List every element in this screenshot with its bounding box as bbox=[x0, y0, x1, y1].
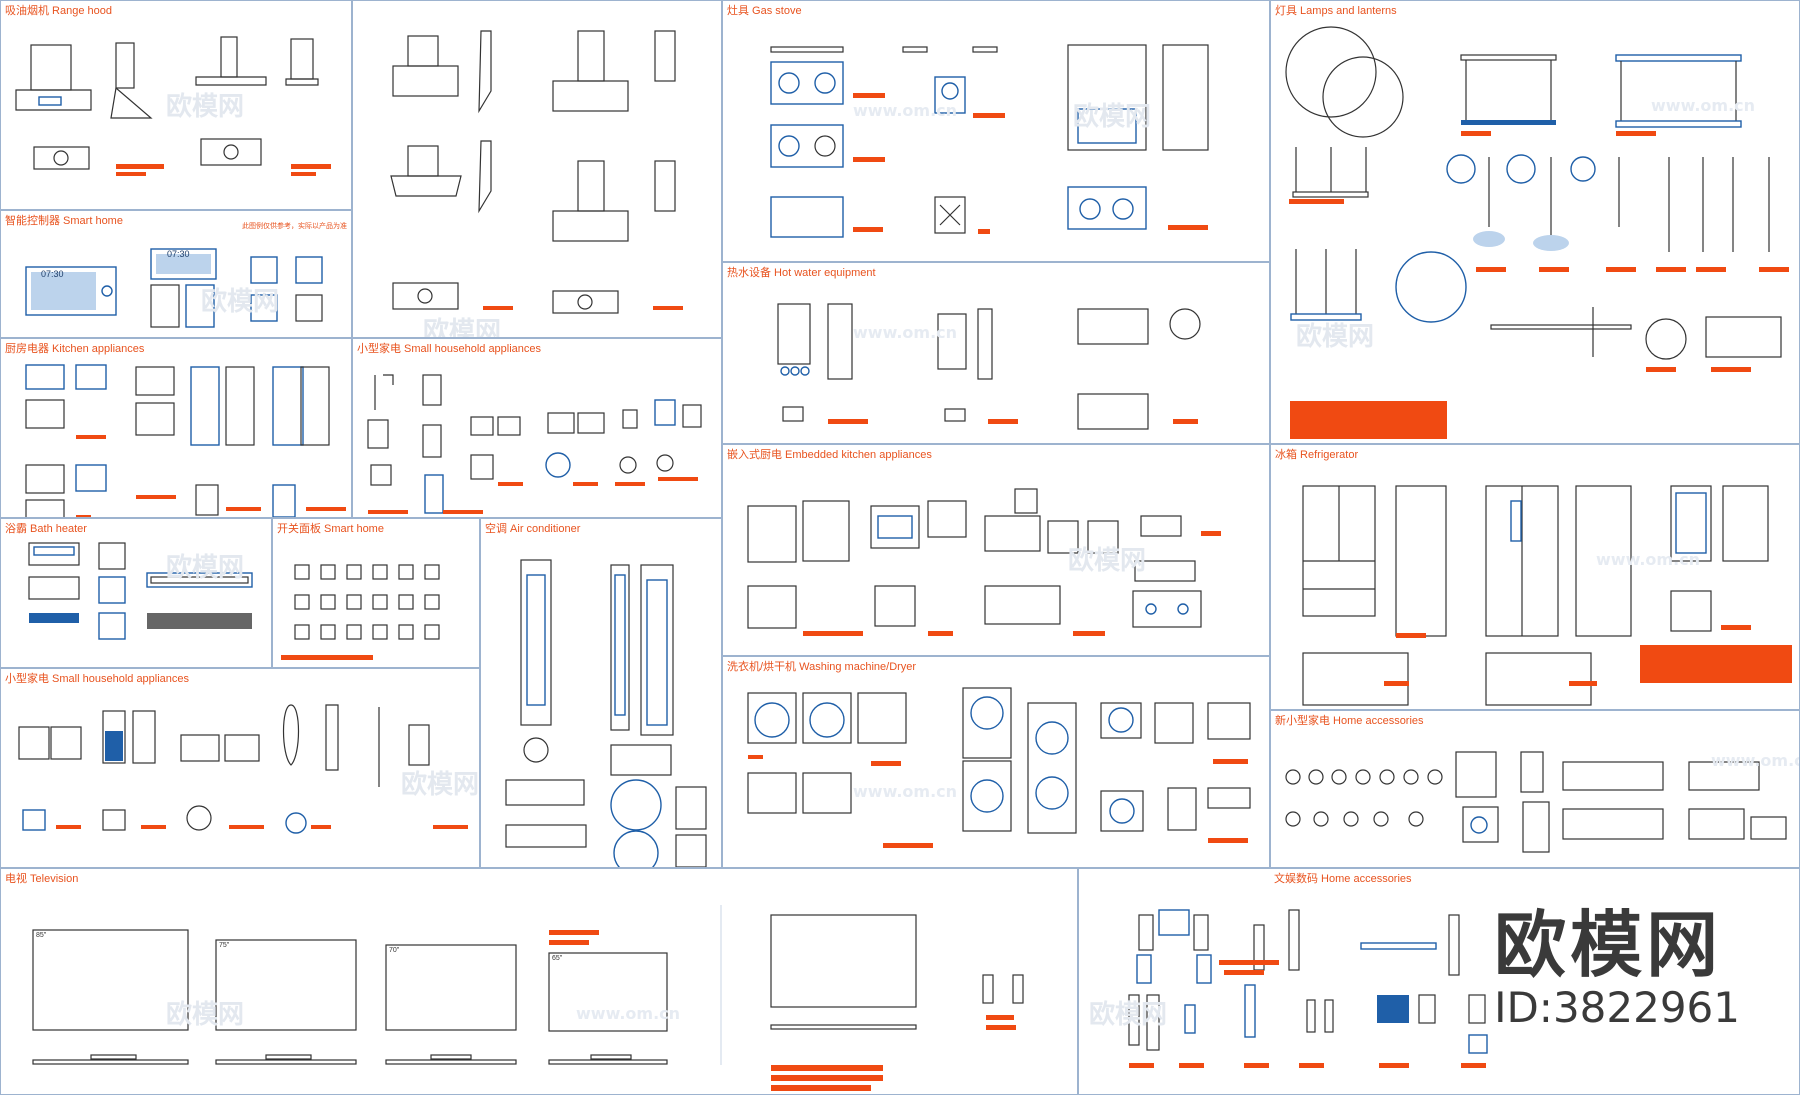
bath-heater-drawings bbox=[28, 542, 253, 640]
embedded-kitchen-drawings bbox=[747, 488, 1221, 636]
range-hood-more-drawings bbox=[390, 30, 683, 314]
panel-television: 电视 Television 85" 75" 70" 65" 欧模网 www.om… bbox=[0, 868, 1078, 1095]
panel-bath-heater: 浴霸 Bath heater 欧模网 bbox=[0, 518, 272, 668]
panel-title: 厨房电器 Kitchen appliances bbox=[5, 343, 145, 355]
tv-size-70: 70" bbox=[389, 947, 400, 954]
panel-title: 浴霸 Bath heater bbox=[5, 523, 87, 535]
panel-title: 灶具 Gas stove bbox=[727, 5, 802, 17]
kitchen-drawings bbox=[25, 364, 346, 517]
clock-display: 07:30 bbox=[41, 269, 64, 279]
television-drawings bbox=[32, 905, 1024, 1091]
tv-size-75: 75" bbox=[219, 942, 230, 949]
panel-gas-stove: 灶具 Gas stove 欧模网 www.om.cn bbox=[722, 0, 1270, 262]
panel-title: 小型家电 Small household appliances bbox=[357, 343, 542, 355]
panel-range-hood: 吸油烟机 Range hood 欧模网 bbox=[0, 0, 352, 210]
panel-smart-home-controller: 智能控制器 Smart home 此图例仅供参考，实际以产品为准 07:30 0… bbox=[0, 210, 352, 338]
panel-air-conditioner: 空调 Air conditioner bbox=[480, 518, 722, 868]
panel-refrigerator: 冰箱 Refrigerator www.om.cn bbox=[1270, 444, 1800, 710]
panel-title: 冰箱 Refrigerator bbox=[1275, 449, 1359, 461]
panel-hot-water: 热水设备 Hot water equipment www.om.cn bbox=[722, 262, 1270, 444]
panel-title: 文娱数码 Home accessories bbox=[1274, 873, 1412, 885]
washing-machine-drawings bbox=[747, 687, 1251, 848]
home-accessories-drawings bbox=[1285, 751, 1787, 853]
panel-entertainment: 文娱数码 Home accessories 欧模网 bbox=[1078, 868, 1800, 1095]
panel-title: 洗衣机/烘干机 Washing machine/Dryer bbox=[727, 661, 917, 673]
panel-title: 空调 Air conditioner bbox=[485, 523, 581, 535]
logo-id: ID:3822961 bbox=[1494, 983, 1740, 1032]
panel-title: 小型家电 Small household appliances bbox=[5, 673, 190, 685]
lamps-drawings bbox=[1285, 26, 1789, 439]
panel-embedded-kitchen: 嵌入式厨电 Embedded kitchen appliances 欧模网 bbox=[722, 444, 1270, 656]
panel-title: 灯具 Lamps and lanterns bbox=[1275, 5, 1397, 17]
tv-size-85: 85" bbox=[36, 932, 47, 939]
small-household-2-drawings bbox=[18, 704, 468, 834]
small-household-1-drawings bbox=[367, 374, 702, 514]
range-hood-drawings bbox=[15, 36, 331, 176]
tv-size-65: 65" bbox=[552, 955, 563, 962]
entertainment-drawings bbox=[1128, 909, 1488, 1068]
site-logo-watermark: 欧模网 ID:3822961 bbox=[1494, 905, 1740, 1031]
gas-stove-drawings bbox=[770, 44, 1209, 238]
panel-title: 开关面板 Smart home bbox=[277, 523, 384, 535]
panel-lamps: 灯具 Lamps and lanterns 欧模网 www.om.cn bbox=[1270, 0, 1800, 444]
smart-controller-drawings bbox=[25, 248, 323, 328]
panel-switch-panel: 开关面板 Smart home bbox=[272, 518, 480, 668]
switch-panel-drawings bbox=[281, 564, 440, 660]
panel-title: 新小型家电 Home accessories bbox=[1275, 715, 1424, 727]
hot-water-drawings bbox=[777, 303, 1201, 430]
panel-small-household-2: 小型家电 Small household appliances 欧模网 bbox=[0, 668, 480, 868]
panel-title: 嵌入式厨电 Embedded kitchen appliances bbox=[727, 449, 932, 461]
panel-title: 电视 Television bbox=[5, 873, 79, 885]
logo-brand: 欧模网 bbox=[1494, 903, 1723, 987]
refrigerator-drawings bbox=[1302, 485, 1792, 706]
panel-washing-machine: 洗衣机/烘干机 Washing machine/Dryer www.om.cn bbox=[722, 656, 1270, 868]
air-conditioner-drawings bbox=[505, 559, 707, 867]
panel-range-hood-continued: 欧模网 bbox=[352, 0, 722, 338]
clock-display: 07:30 bbox=[167, 249, 190, 259]
panel-title: 吸油烟机 Range hood bbox=[5, 5, 112, 17]
panel-kitchen-appliances: 厨房电器 Kitchen appliances bbox=[0, 338, 352, 518]
panel-home-accessories-new: 新小型家电 Home accessories www.om.cn bbox=[1270, 710, 1800, 868]
panel-small-household-1: 小型家电 Small household appliances bbox=[352, 338, 722, 518]
panel-title: 智能控制器 Smart home bbox=[5, 215, 123, 227]
panel-title: 热水设备 Hot water equipment bbox=[727, 267, 876, 279]
smart-home-note: 此图例仅供参考，实际以产品为准 bbox=[242, 223, 347, 230]
